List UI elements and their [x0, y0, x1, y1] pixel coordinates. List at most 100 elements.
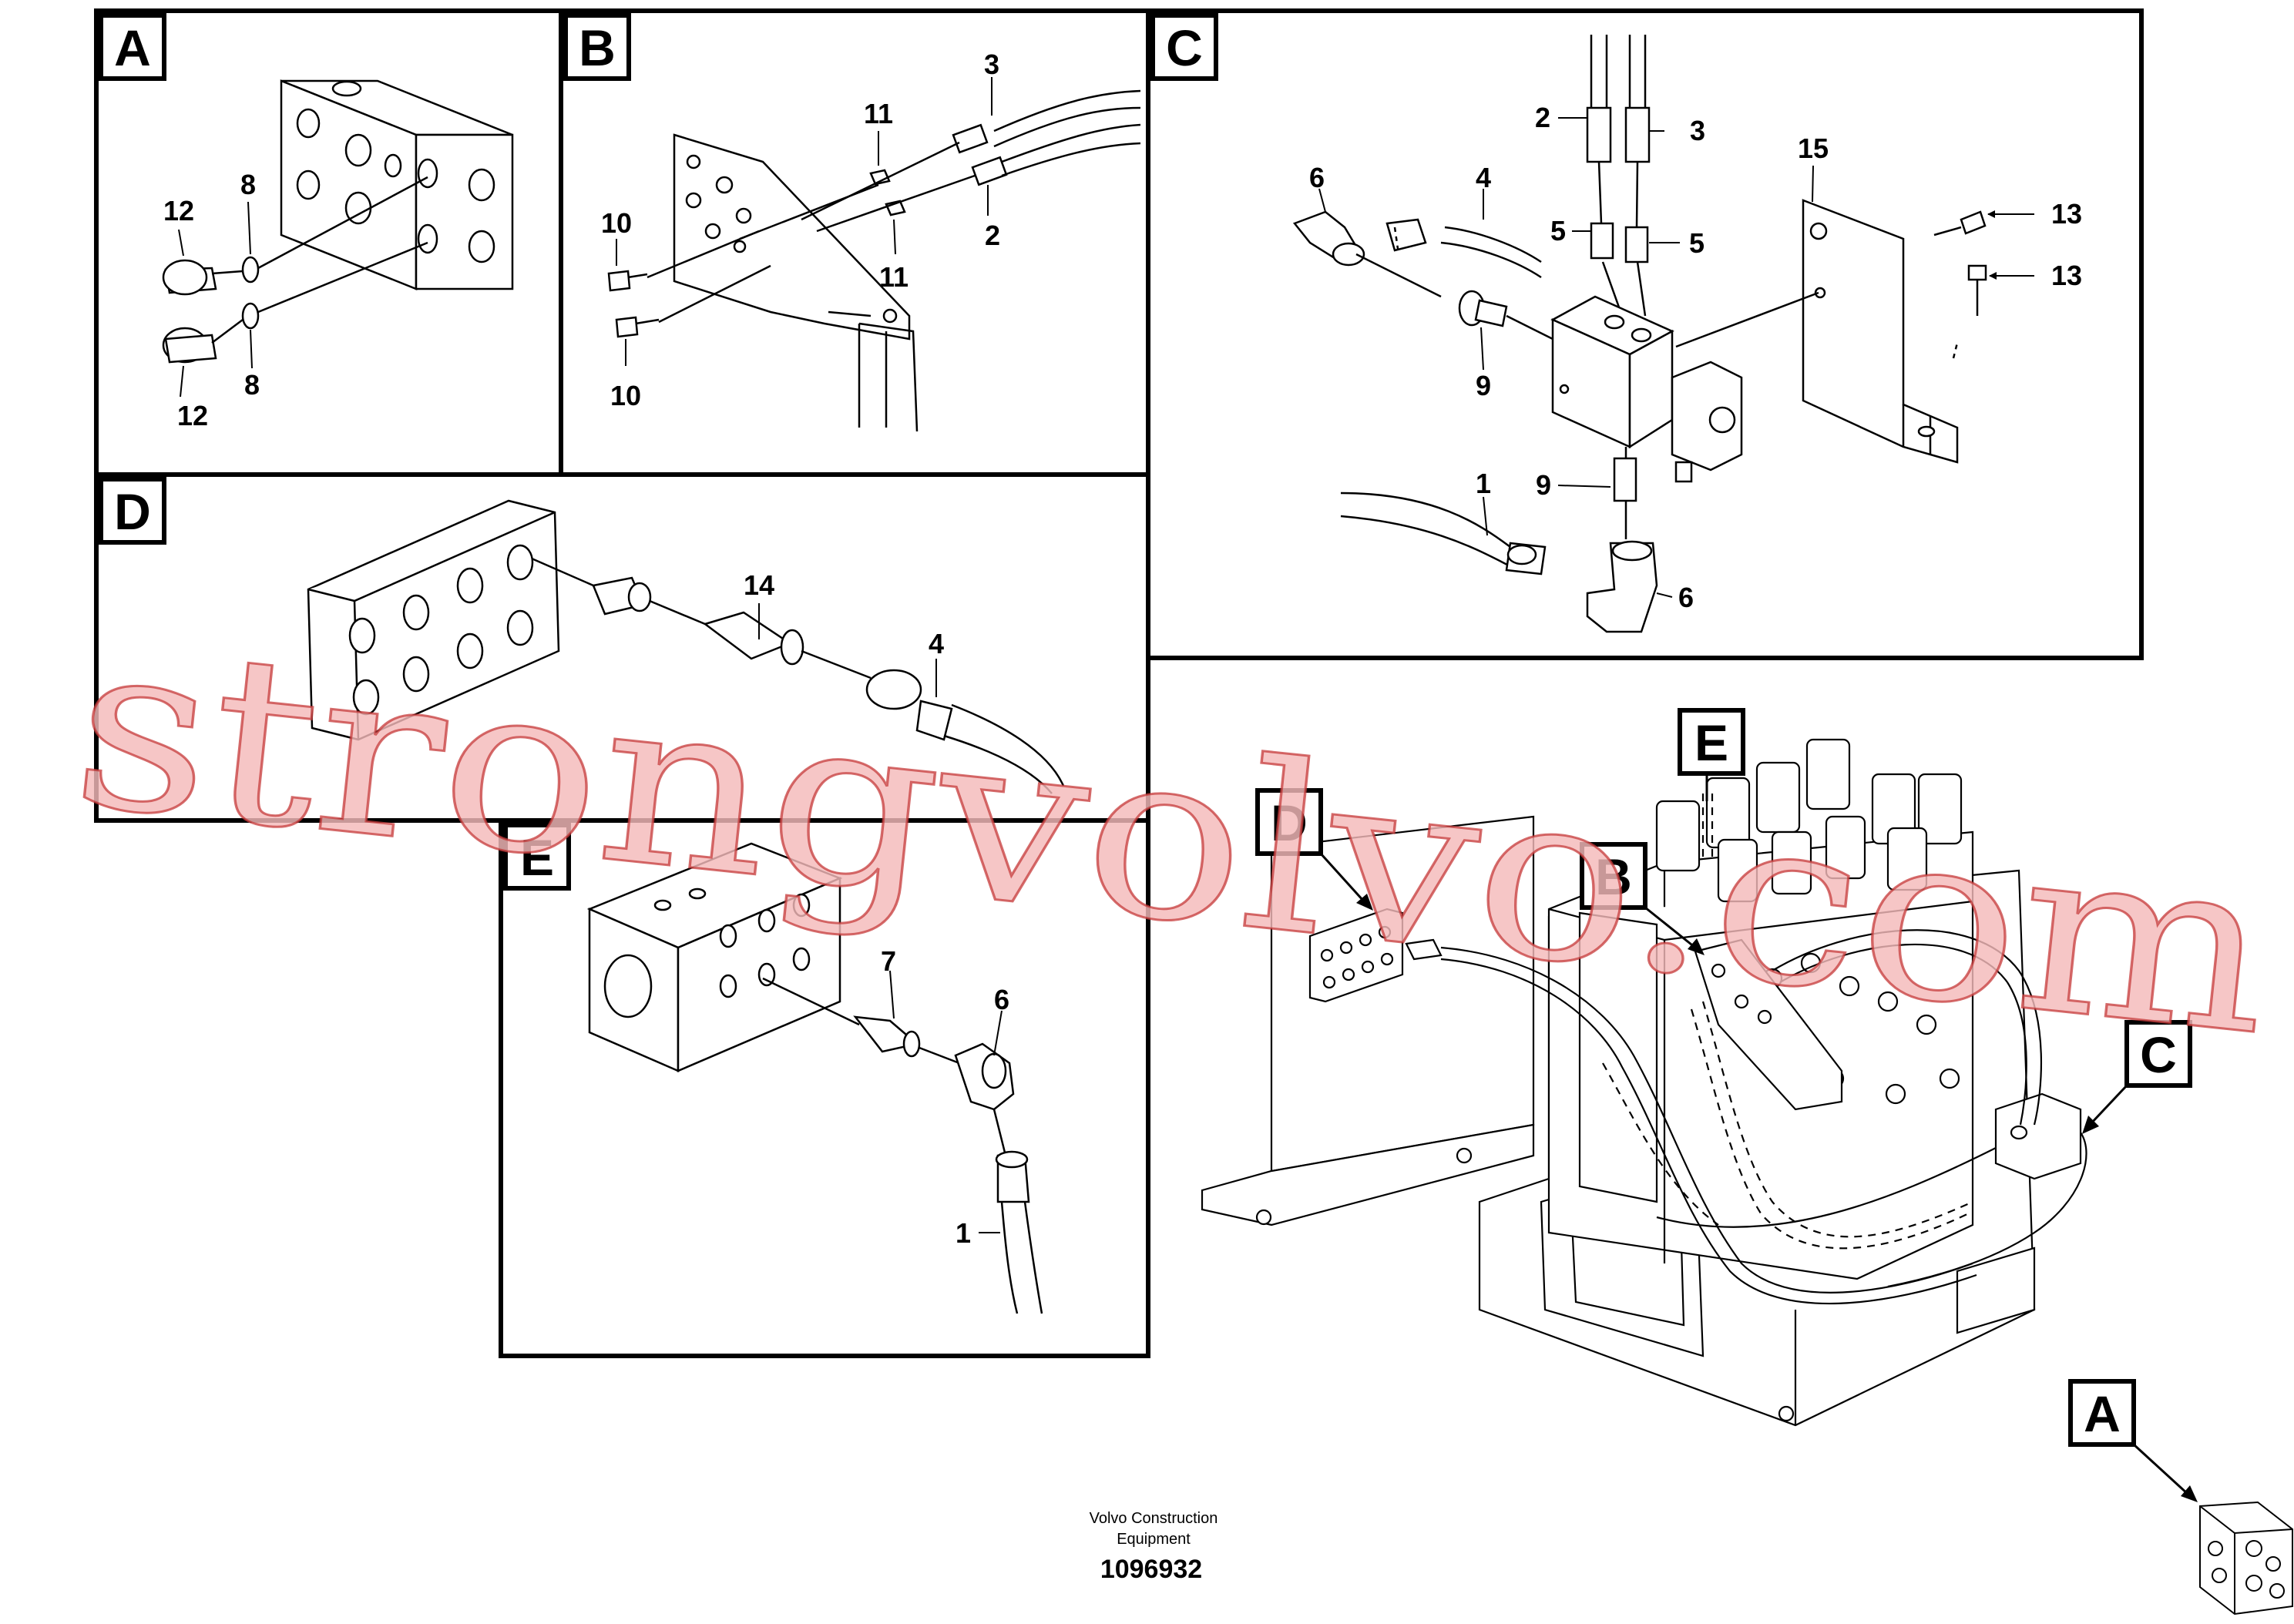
callout-c-6-top: 6 [1309, 162, 1325, 193]
panel-a-drawing [162, 79, 514, 364]
adapter-d [592, 576, 706, 626]
bolt-b-bottom [615, 264, 771, 338]
callout-c-2: 2 [1535, 102, 1550, 133]
hose-c-4 [1385, 218, 1542, 279]
callout-c-9-top: 9 [1476, 370, 1491, 401]
footer-company-line-1: Volvo Construction [1090, 1510, 1218, 1527]
overview-tags: E D B C A [1255, 708, 2198, 1502]
hose-b-upper [952, 89, 1141, 186]
footer: Volvo Construction Equipment 1096932 [1090, 1510, 1218, 1584]
callout-c-6-bottom: 6 [1678, 582, 1694, 613]
callout-a-8-top: 8 [240, 169, 256, 200]
panel-d-drawing [307, 499, 1065, 794]
panel-a-letter: A [114, 19, 151, 76]
callout-c-3: 3 [1690, 115, 1705, 146]
callout-e-6: 6 [994, 984, 1009, 1015]
callout-a-8-bottom: 8 [244, 369, 260, 401]
callout-b-3: 3 [984, 49, 999, 80]
callout-d-14: 14 [744, 569, 774, 601]
overview-tag-b-text: B [1595, 848, 1632, 905]
plate-d [307, 499, 560, 741]
callout-b-11-top: 11 [864, 98, 893, 129]
callout-c-15: 15 [1798, 133, 1829, 164]
panel-b-drawing [607, 89, 1141, 432]
hose-e-1 [995, 1150, 1043, 1314]
overview-tag-e-text: E [1694, 714, 1728, 771]
callout-c-13-bottom: 13 [2051, 260, 2082, 291]
overview-tag-a: A [2068, 1379, 2198, 1502]
bracket-b [673, 133, 911, 341]
bolts-c-13 [1933, 210, 1987, 359]
callout-a-12-bottom: 12 [177, 400, 208, 431]
panel-c-letter: C [1166, 19, 1203, 76]
callout-d-4: 4 [929, 628, 944, 659]
overview-frame-left [1201, 815, 1535, 1226]
panel-a-letter-box: A [99, 13, 166, 81]
coupling-d-14 [703, 611, 872, 679]
panel-e-frame [499, 818, 1150, 1358]
panel-c-drawing [1292, 35, 1987, 633]
adapter-c-9-top [1458, 290, 1553, 341]
callout-b-10-bottom: 10 [610, 380, 641, 411]
panel-d-letter: D [114, 483, 151, 540]
callout-e-7: 7 [881, 945, 896, 977]
overview-assembly [1201, 738, 2087, 1427]
valve-c [1550, 295, 1674, 449]
adapter-c-9-bottom [1613, 457, 1637, 502]
overview-tag-c-text: C [2140, 1026, 2177, 1083]
callout-b-2: 2 [985, 220, 1000, 251]
plug-top-a [162, 176, 428, 296]
panel-b-callouts [616, 77, 992, 366]
elbow-e-6 [954, 1042, 1015, 1156]
adapter-e-7 [853, 1015, 960, 1065]
solenoid-c [1671, 361, 1743, 483]
overview-tag-c: C [2082, 1020, 2192, 1134]
callout-a-12-top: 12 [163, 195, 194, 226]
panel-c-letter-box: C [1150, 13, 1218, 81]
overview-valve-c [1994, 1092, 2082, 1180]
drawing-number: 1096932 [1100, 1555, 1202, 1584]
panel-b-letter-box: B [563, 13, 631, 81]
callout-c-5-right: 5 [1689, 227, 1705, 259]
overview-bracket-b [1694, 938, 1843, 1111]
plug-bottom-a [162, 241, 428, 364]
callout-c-5-left: 5 [1550, 215, 1566, 247]
adapter-c-5-left [1590, 222, 1614, 260]
fitting-c-2 [1586, 106, 1612, 163]
callout-b-10-top: 10 [601, 207, 632, 239]
hose-c-1 [1340, 492, 1547, 575]
fitting-c-3 [1624, 106, 1651, 163]
panel-e-callouts [889, 970, 1003, 1233]
overview-tag-e: E [1678, 708, 1745, 801]
panel-d-callouts [758, 603, 937, 697]
panel-c-frame [1146, 8, 2144, 660]
hoses-c-top [1590, 35, 1647, 108]
callout-e-1: 1 [956, 1217, 971, 1249]
callout-c-1: 1 [1476, 468, 1491, 499]
bracket-c-15 [1802, 199, 1959, 464]
valve-block-e [586, 842, 843, 1072]
panel-frames [94, 8, 2144, 1358]
overview-tag-d-text: D [1271, 794, 1308, 851]
overview-spools [1655, 738, 1963, 903]
footer-company-line-2: Equipment [1117, 1531, 1191, 1548]
panel-a-callouts [178, 201, 253, 398]
callout-b-11-bottom: 11 [879, 261, 909, 293]
bolt-b-top [607, 230, 760, 292]
overview-tag-a-text: A [2084, 1385, 2121, 1442]
overview-hoses [1440, 929, 2087, 1305]
adapter-c-5-right [1624, 226, 1649, 263]
panel-e-letter: E [520, 829, 554, 886]
panel-d-letter-box: D [99, 477, 166, 545]
overview-tag-b: B [1580, 842, 1705, 955]
overview-dashed-hoses [1602, 794, 1973, 1250]
panel-c-callouts [1318, 117, 2034, 598]
elbow-c-6-bottom [1586, 540, 1658, 633]
panel-e-letter-box: E [503, 823, 571, 891]
overview-tag-d: D [1255, 788, 1373, 911]
panel-b-frame [559, 8, 1150, 477]
hose-d-4 [865, 669, 1065, 794]
panel-b-letter: B [579, 19, 616, 76]
